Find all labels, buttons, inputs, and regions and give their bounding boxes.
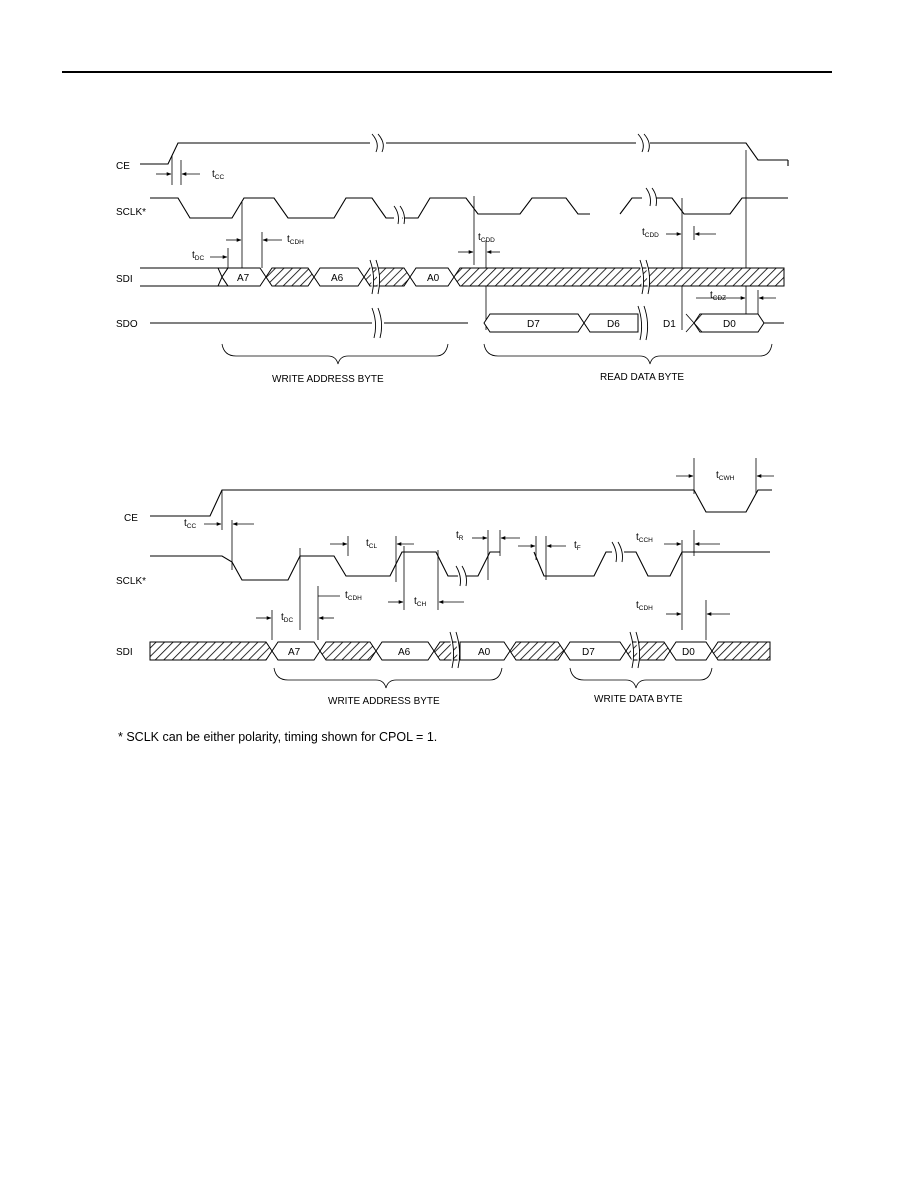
header-rule xyxy=(62,71,832,73)
tr-label-2: tR xyxy=(456,530,464,542)
tcdd-label-1: tCDD xyxy=(478,232,495,244)
tcc-label-2: tCC xyxy=(184,518,196,530)
sdi-bit-a0-2 xyxy=(459,641,511,661)
bit-d0-label-1: D0 xyxy=(723,319,736,330)
read-data-brace-1 xyxy=(483,343,773,365)
ce-label-2: CE xyxy=(124,513,138,524)
sclk-label-2: SCLK* xyxy=(116,576,146,587)
tcdz-label-1: tCDZ xyxy=(710,290,726,302)
sdi-bit-d7-2 xyxy=(563,641,627,661)
ce-break-1b xyxy=(637,133,650,153)
write-data-byte-label-2: WRITE DATA BYTE xyxy=(594,694,683,705)
tcdh-label-2b: tCDH xyxy=(636,600,653,612)
write-address-brace-2 xyxy=(273,667,503,689)
bit-d0-label-2: D0 xyxy=(682,647,695,658)
tcch-label-2: tCCH xyxy=(636,532,653,544)
read-data-byte-label-1: READ DATA BYTE xyxy=(600,372,684,383)
sdi-bus-1: A7 A6 A0 xyxy=(140,259,785,295)
tcl-label-2: tCL xyxy=(366,538,377,550)
tcc-label-1: tCC xyxy=(212,169,224,181)
tcdh-label-1: tCDH xyxy=(287,234,304,246)
ce-waveform-1 xyxy=(140,142,370,165)
bit-a7-label-2: A7 xyxy=(288,647,301,658)
tdc-label-2: tDC xyxy=(281,612,293,624)
sdi-label-2: SDI xyxy=(116,647,133,658)
write-address-byte-label-1: WRITE ADDRESS BYTE xyxy=(272,374,384,385)
sdi-dontcare-2b xyxy=(711,641,771,661)
sdi-dontcare-1a xyxy=(265,267,315,287)
bit-a0-label-2: A0 xyxy=(478,647,491,658)
ce-waveform-2 xyxy=(150,489,772,517)
sclk-waveform-1 xyxy=(150,197,394,219)
sdi-label-1: SDI xyxy=(116,274,133,285)
bit-d1-label-1: D1 xyxy=(663,319,676,330)
bit-a0-label-1: A0 xyxy=(427,273,440,284)
write-data-brace-2 xyxy=(569,667,713,689)
sclk-break-1b xyxy=(645,187,657,207)
sdo-bus-1: D7 D6 D1 D0 xyxy=(150,305,784,341)
bit-a7-label-1: A7 xyxy=(237,273,250,284)
tcdd-label-1b: tCDD xyxy=(642,227,659,239)
sclk-label-1: SCLK* xyxy=(116,207,146,218)
sclk-waveform-2 xyxy=(150,551,458,581)
sdi-dontcare-2a xyxy=(149,641,273,661)
bit-d7-label-1: D7 xyxy=(527,319,540,330)
write-timing-diagram: CE SCLK* SDI tCWH tCC xyxy=(116,458,774,707)
tdc-label-1: tDC xyxy=(192,250,204,262)
ce-break-1a xyxy=(371,133,384,153)
write-address-byte-label-2: WRITE ADDRESS BYTE xyxy=(328,696,440,707)
bit-a6-label-2: A6 xyxy=(398,647,411,658)
tch-label-2: tCH xyxy=(414,596,426,608)
write-address-brace-1 xyxy=(221,343,449,365)
sdo-bit-d6-1 xyxy=(583,313,639,333)
sdi-bus-2: A7 A6 A0 D7 D0 xyxy=(149,631,771,669)
bit-a6-label-1: A6 xyxy=(331,273,344,284)
bit-d7-label-2: D7 xyxy=(582,647,595,658)
sclk-break-1a xyxy=(393,205,405,225)
footnote: * SCLK can be either polarity, timing sh… xyxy=(118,730,437,744)
sdi-dontcare-1b xyxy=(453,267,785,287)
tcdh-label-2: tCDH xyxy=(345,590,362,602)
bit-d6-label-1: D6 xyxy=(607,319,620,330)
ce-label-1: CE xyxy=(116,161,130,172)
sdo-label-1: SDO xyxy=(116,319,138,330)
tf-label-2: tF xyxy=(574,540,581,552)
tcwh-label-2: tCWH xyxy=(716,470,735,482)
read-timing-diagram: CE SCLK* SDI SDO tCC xyxy=(116,133,789,385)
